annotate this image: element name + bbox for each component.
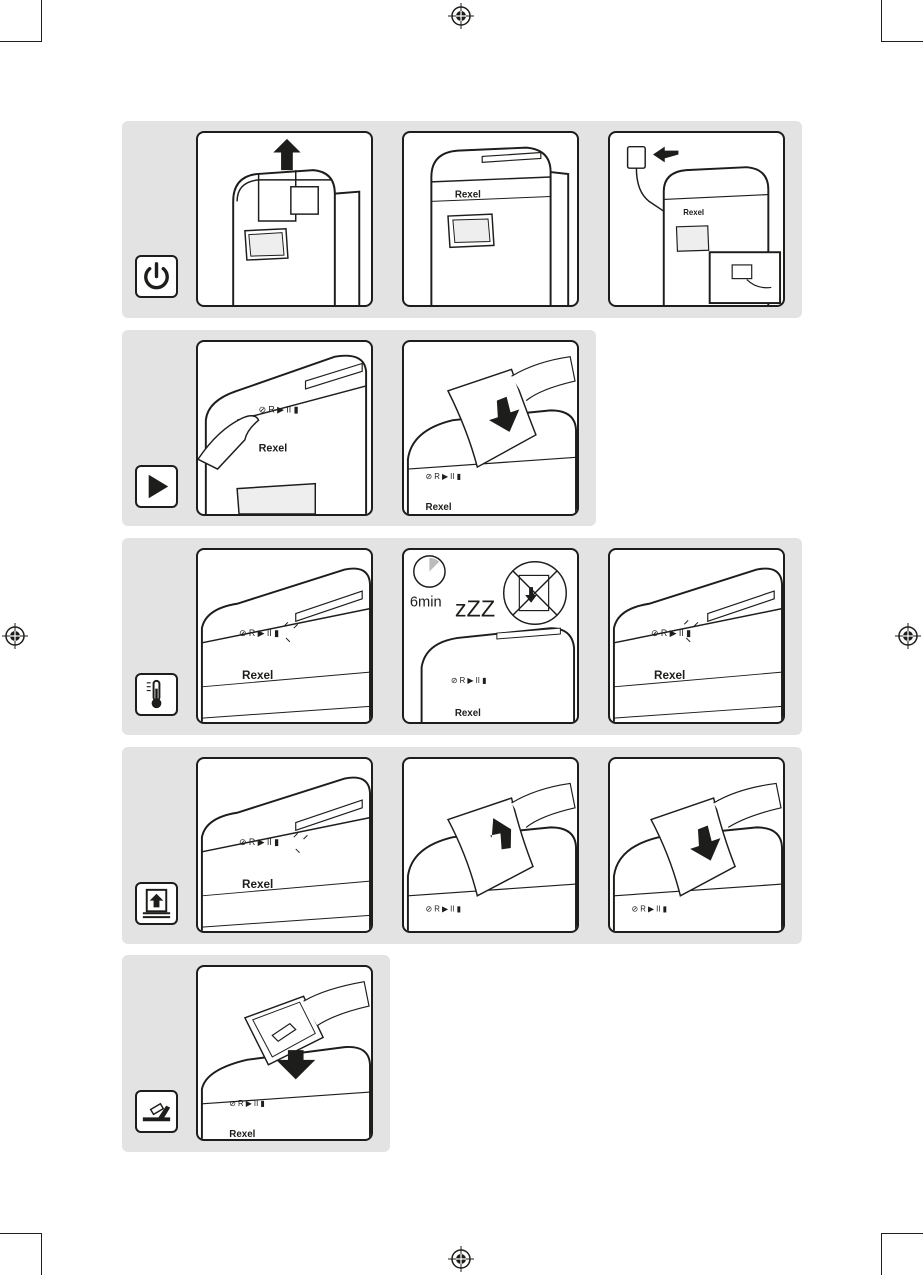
illustration-plug-in-power: Rexel [608, 131, 785, 307]
sleep-zzz: zZZ [455, 595, 495, 621]
registration-mark-icon [448, 1246, 474, 1272]
brand-logo: Rexel [426, 502, 452, 513]
registration-mark-icon [448, 3, 474, 29]
brand-logo: Rexel [242, 669, 273, 682]
brand-logo: Rexel [229, 1129, 255, 1139]
brand-logo: Rexel [654, 669, 685, 682]
illustration-press-button: ⊘ R ▶ II ▮ Rexel [196, 340, 373, 516]
crop-mark [881, 1233, 923, 1234]
paper-jam-icon [137, 884, 176, 923]
registration-mark-icon [2, 623, 28, 649]
step-icon-tile [135, 1090, 178, 1133]
brand-logo: Rexel [242, 878, 273, 891]
brand-logo: Rexel [455, 708, 481, 719]
control-panel-symbols: ⊘ R ▶ II ▮ [426, 904, 461, 913]
crop-mark [881, 1233, 882, 1275]
control-panel-symbols: ⊘ R ▶ II ▮ [239, 628, 279, 638]
crop-mark [41, 1233, 42, 1275]
crop-mark [0, 41, 42, 42]
illustration-lift-top-unit [196, 131, 373, 307]
illustration-overheat-led: ⊘ R ▶ II ▮ Rexel [196, 548, 373, 724]
control-panel-symbols: ⊘ R ▶ II ▮ [651, 628, 691, 638]
power-icon [137, 257, 176, 296]
illustration-insert-credit-card: ⊘ R ▶ II ▮ Rexel [196, 965, 373, 1141]
control-panel-symbols: ⊘ R ▶ II ▮ [426, 472, 461, 481]
step-icon-tile [135, 673, 178, 716]
sleep-duration: 6min [410, 595, 442, 611]
control-panel-symbols: ⊘ R ▶ II ▮ [229, 1099, 264, 1108]
brand-logo: Rexel [259, 442, 288, 454]
crop-mark [0, 1233, 42, 1234]
crop-mark [881, 0, 882, 42]
illustration-reinsert-paper: ⊘ R ▶ II ▮ [608, 757, 785, 933]
illustration-overheat-led-blinking: ⊘ R ▶ II ▮ Rexel [608, 548, 785, 724]
credit-card-icon [137, 1092, 176, 1131]
illustration-shredder-assembled: Rexel [402, 131, 579, 307]
crop-mark [881, 41, 923, 42]
crop-mark [41, 0, 42, 42]
control-panel-symbols: ⊘ R ▶ II ▮ [259, 404, 299, 414]
illustration-sleep-mode: 6min zZZ ⊘ R ▶ II ▮ Rexel [402, 548, 579, 724]
illustration-pull-paper-out: ⊘ R ▶ II ▮ [402, 757, 579, 933]
illustration-insert-paper: ⊘ R ▶ II ▮ Rexel [402, 340, 579, 516]
step-icon-tile [135, 465, 178, 508]
thermometer-icon [137, 675, 176, 714]
control-panel-symbols: ⊘ R ▶ II ▮ [451, 676, 486, 685]
control-panel-symbols: ⊘ R ▶ II ▮ [239, 837, 279, 847]
control-panel-symbols: ⊘ R ▶ II ▮ [632, 904, 667, 913]
step-icon-tile [135, 255, 178, 298]
play-icon [137, 467, 176, 506]
step-icon-tile [135, 882, 178, 925]
brand-logo: Rexel [455, 190, 481, 201]
brand-logo: Rexel [683, 208, 704, 217]
registration-mark-icon [895, 623, 921, 649]
illustration-jam-led: ⊘ R ▶ II ▮ Rexel [196, 757, 373, 933]
